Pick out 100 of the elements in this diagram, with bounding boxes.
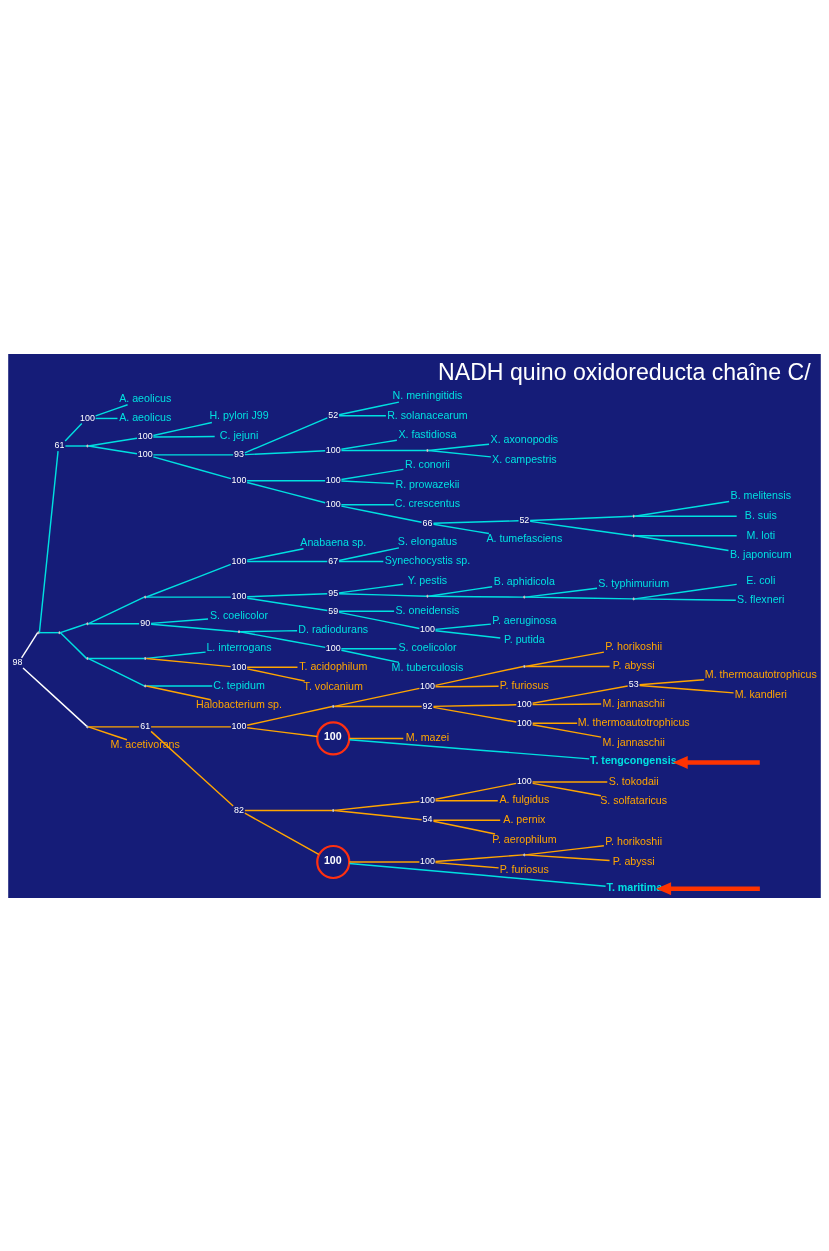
connector <box>529 515 634 521</box>
connector <box>22 666 88 727</box>
connector <box>87 657 145 687</box>
node-point <box>86 656 89 660</box>
node-text: A. pernix <box>503 812 546 825</box>
connector <box>246 666 299 668</box>
node-label: 100 <box>420 794 435 805</box>
connector <box>633 534 738 536</box>
connector <box>348 737 404 739</box>
node-text: M. jannaschii <box>602 735 665 748</box>
connector <box>348 738 590 760</box>
node-text: M. loti <box>746 528 775 541</box>
connector <box>531 684 629 704</box>
node-text: P. putida <box>504 632 545 645</box>
connector <box>87 437 138 447</box>
node-label: 100 <box>325 498 341 509</box>
connector <box>246 667 306 682</box>
connector <box>432 703 518 707</box>
connector <box>531 702 602 705</box>
node-label: 100 <box>231 474 247 485</box>
connector <box>333 800 421 811</box>
connector <box>338 546 400 561</box>
connector <box>246 479 326 481</box>
connector <box>434 622 492 630</box>
node-text: P. abyssi <box>612 658 655 671</box>
connector <box>244 809 333 811</box>
node-point <box>86 725 89 728</box>
node-label: 100 <box>231 720 247 731</box>
node-label: 100 <box>325 474 341 485</box>
connector <box>87 622 140 624</box>
connector <box>38 631 60 633</box>
node-point <box>522 853 526 856</box>
node-text: C. crescentus <box>394 496 461 509</box>
connector <box>64 422 83 442</box>
connector <box>145 650 207 659</box>
connector <box>94 403 129 417</box>
node-label: 59 <box>328 605 339 616</box>
connector <box>524 665 611 667</box>
node-text: E. coli <box>746 573 776 586</box>
connector <box>338 611 421 629</box>
connector <box>338 592 428 597</box>
connector <box>94 417 119 419</box>
node-label: 66 <box>422 517 433 528</box>
connector <box>633 500 730 517</box>
connector <box>340 439 398 450</box>
connector <box>348 862 607 887</box>
node-label: 92 <box>422 700 433 711</box>
connector <box>152 453 234 456</box>
node-text: R. solanacearum <box>387 408 468 421</box>
connector <box>246 560 328 562</box>
node-point <box>632 533 636 537</box>
connector <box>152 435 216 438</box>
node-label: 100 <box>325 444 341 455</box>
node-point <box>86 621 89 625</box>
connector <box>246 705 333 726</box>
connector <box>87 725 140 728</box>
node-text: S. tokodaii <box>608 774 659 787</box>
node-text: P. furiosus <box>499 862 549 875</box>
connector <box>638 684 735 694</box>
connector <box>244 449 326 455</box>
connector <box>434 665 524 686</box>
node-text: T. maritima <box>606 880 663 893</box>
node-label: 100 <box>137 448 153 459</box>
connector <box>531 782 602 796</box>
node-label: 100 <box>420 855 435 866</box>
node-label: 100 <box>231 661 247 672</box>
node-text: H. pylori J99 <box>209 408 269 421</box>
node-text: T. volcanium <box>303 679 363 692</box>
node-label: 53 <box>628 678 639 689</box>
node-text: R. conorii <box>404 457 450 470</box>
node-text: N. meningitidis <box>392 388 463 401</box>
connector <box>246 547 305 561</box>
node-label: 90 <box>140 617 151 628</box>
connector <box>145 657 232 667</box>
node-label: 100 <box>516 717 532 728</box>
node-circle: 100 <box>316 720 351 756</box>
connector <box>340 504 423 523</box>
node-text: X. axonopodis <box>490 432 559 445</box>
node-label: 67 <box>328 555 339 566</box>
connector <box>531 723 602 738</box>
node-text: S. coelicolor <box>209 608 269 621</box>
node-text: B. suis <box>744 508 777 521</box>
node-label: 61 <box>140 720 151 731</box>
arrow <box>672 755 760 769</box>
node-label: 93 <box>234 448 244 459</box>
node-text: C. tepidum <box>213 678 265 691</box>
node-text: P. abyssi <box>612 854 655 867</box>
connector <box>38 449 59 633</box>
connector <box>87 725 128 740</box>
connector <box>338 400 400 415</box>
connector <box>434 782 517 800</box>
connector <box>87 657 145 659</box>
connector <box>432 820 496 835</box>
node-text: M. mazei <box>405 730 450 743</box>
connector <box>338 610 395 612</box>
connector <box>246 597 328 611</box>
connector <box>64 444 88 447</box>
connector <box>340 649 400 663</box>
connector <box>427 443 490 451</box>
node-label: 61 <box>54 439 65 450</box>
